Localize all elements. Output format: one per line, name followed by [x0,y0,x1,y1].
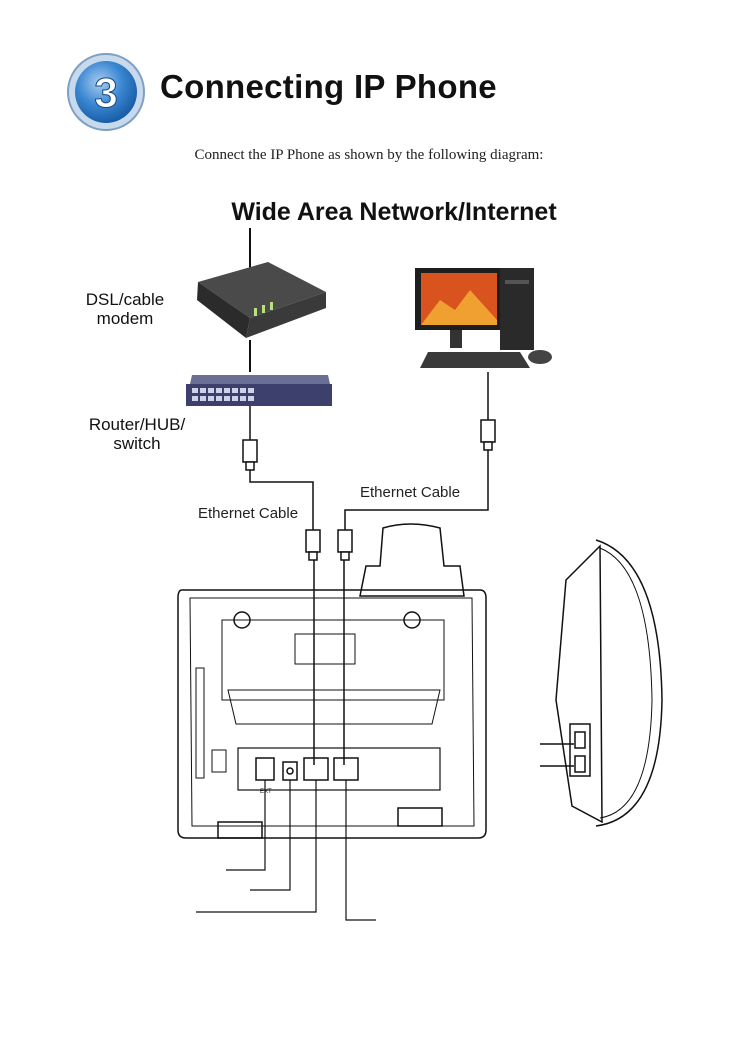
cable-lines [250,372,488,765]
ip-phone-back [178,524,486,838]
rj45-connectors [243,420,495,560]
ip-phone-side [540,540,662,826]
dsl-modem [197,262,326,338]
router-switch [186,375,332,406]
port-callouts [196,780,376,920]
desktop-computer [415,268,552,368]
ext-port-label: EXT [260,789,272,795]
